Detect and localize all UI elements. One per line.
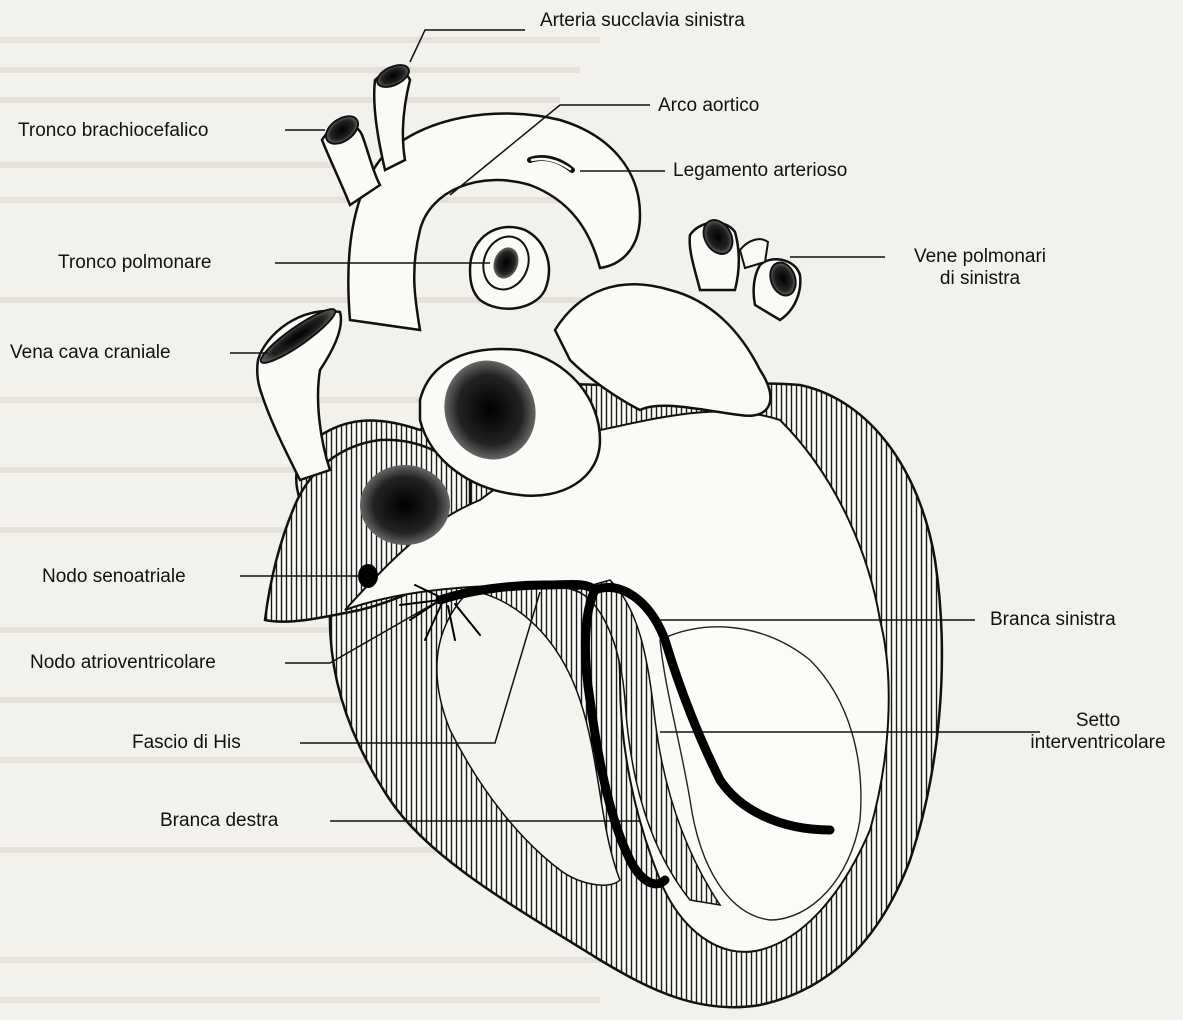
leader-lines xyxy=(230,29,1040,822)
leader-fascio-his xyxy=(300,591,541,744)
label-branca-destra: Branca destra xyxy=(160,810,279,831)
atrium-opening xyxy=(360,465,450,545)
label-setto-interventricolare: Setto interventricolare xyxy=(1018,710,1178,754)
vena-cava-lumen xyxy=(259,308,337,364)
leader-arco-aortico xyxy=(449,104,650,196)
label-nodo-atrioventricolare: Nodo atrioventricolare xyxy=(30,652,216,673)
label-nodo-senoatriale: Nodo senoatriale xyxy=(42,566,186,587)
label-tronco-polmonare: Tronco polmonare xyxy=(58,252,212,273)
label-arco-aortico: Arco aortico xyxy=(658,95,760,116)
left-ventricle-chamber xyxy=(659,626,862,921)
label-vene-polmonari-line2: di sinistra xyxy=(939,268,1021,289)
label-legamento-arterioso: Legamento arterioso xyxy=(673,160,848,181)
label-arteria-succlavia-sinistra: Arteria succlavia sinistra xyxy=(540,10,745,31)
label-tronco-brachiocefalico: Tronco brachiocefalico xyxy=(18,120,209,141)
leader-arteria-succlavia xyxy=(409,29,525,63)
interventricular-septum xyxy=(572,579,722,907)
left-auricle xyxy=(553,283,772,418)
right-ventricle-wall xyxy=(436,589,621,886)
label-vena-cava-craniale: Vena cava craniale xyxy=(10,342,171,363)
label-branca-sinistra: Branca sinistra xyxy=(990,609,1116,630)
label-vene-polmonari: Vene polmonari di sinistra xyxy=(890,246,1070,290)
brachiocephalic-lumen xyxy=(324,115,360,145)
conduction-system xyxy=(399,579,835,889)
label-setto-line2: interventricolare xyxy=(1030,732,1166,753)
subclavian-lumen xyxy=(376,64,410,88)
label-setto-line1: Setto xyxy=(1075,710,1121,731)
aorta-lumen xyxy=(444,360,536,460)
label-fascio-di-his: Fascio di His xyxy=(132,732,241,753)
sinoatrial-node xyxy=(358,564,378,588)
leader-nodo-atrioventricolare xyxy=(285,599,441,664)
label-vene-polmonari-line1: Vene polmonari xyxy=(913,246,1047,267)
